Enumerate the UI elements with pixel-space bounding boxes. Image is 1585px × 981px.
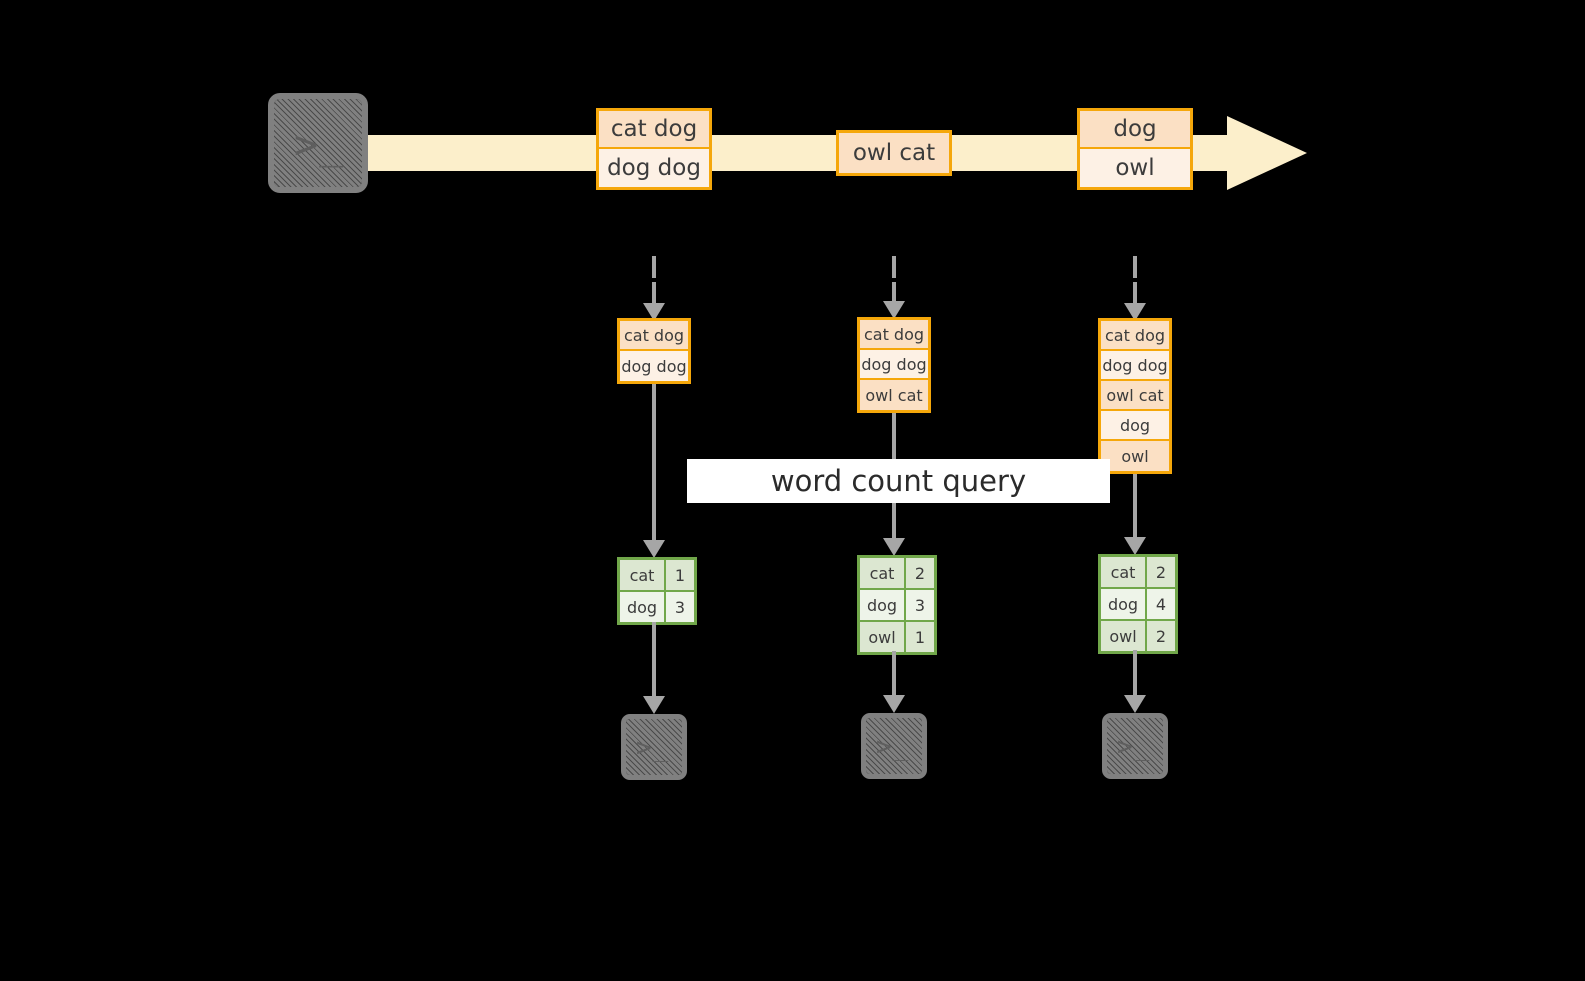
feed-arrow-shaft-3 bbox=[1133, 282, 1137, 306]
result-word: dog bbox=[620, 592, 666, 622]
table-row: owl 2 bbox=[1101, 621, 1175, 651]
feed-arrow-head-1 bbox=[643, 303, 665, 321]
terminal-prompt-glyph: >_ bbox=[294, 122, 345, 168]
sink-arrow-head-1 bbox=[643, 696, 665, 714]
sink-arrow-shaft-2 bbox=[892, 651, 896, 699]
result-word: cat bbox=[860, 558, 906, 588]
terminal-screen bbox=[1107, 718, 1163, 774]
query-arrow-head-3 bbox=[1124, 537, 1146, 555]
stream-event-line: cat dog bbox=[599, 111, 709, 149]
input-row: cat dog bbox=[620, 321, 688, 351]
sink-arrow-shaft-3 bbox=[1133, 650, 1137, 699]
source-terminal-icon: >_ bbox=[268, 93, 368, 193]
stream-event-group-1: cat dog dog dog bbox=[596, 108, 712, 190]
input-row: dog dog bbox=[620, 351, 688, 381]
query-arrow-shaft-3 bbox=[1133, 474, 1137, 542]
sink-arrow-shaft-1 bbox=[652, 622, 656, 700]
stream-event-line: owl cat bbox=[839, 133, 949, 173]
result-word: owl bbox=[860, 622, 906, 652]
stream-event-line: dog dog bbox=[599, 149, 709, 187]
terminal-screen bbox=[866, 718, 922, 774]
result-count: 1 bbox=[914, 627, 926, 647]
snapshot-3-input-box: cat dog dog dog owl cat dog owl bbox=[1098, 318, 1172, 474]
feed-arrow-dash-3 bbox=[1133, 256, 1137, 278]
snapshot-1-result-table: cat 1 dog 3 bbox=[617, 557, 697, 625]
feed-arrow-head-3 bbox=[1124, 303, 1146, 321]
snapshot-1-input-box: cat dog dog dog bbox=[617, 318, 691, 384]
result-count: 2 bbox=[1155, 626, 1167, 646]
table-row: dog 4 bbox=[1101, 589, 1175, 621]
result-word: cat bbox=[1101, 557, 1147, 587]
event-stream-arrowhead bbox=[1227, 116, 1307, 190]
result-word: cat bbox=[620, 560, 666, 590]
feed-arrow-shaft-2 bbox=[892, 282, 896, 306]
snapshot-2-result-table: cat 2 dog 3 owl 1 bbox=[857, 555, 937, 655]
input-row: dog dog bbox=[860, 350, 928, 380]
sink-arrow-head-2 bbox=[883, 695, 905, 713]
terminal-prompt-glyph: >_ bbox=[636, 733, 670, 763]
query-arrow-head-1 bbox=[643, 540, 665, 558]
terminal-screen bbox=[274, 99, 362, 187]
table-row: cat 2 bbox=[1101, 557, 1175, 589]
snapshot-3-sink-terminal-icon: >_ bbox=[1102, 713, 1168, 779]
table-row: cat 1 bbox=[620, 560, 694, 592]
result-count: 4 bbox=[1155, 594, 1167, 614]
feed-arrow-dash-2 bbox=[892, 256, 896, 278]
stream-event-group-2: owl cat bbox=[836, 130, 952, 176]
terminal-prompt-glyph: >_ bbox=[1117, 732, 1151, 762]
result-count: 3 bbox=[914, 595, 926, 615]
input-row: cat dog bbox=[860, 320, 928, 350]
snapshot-1-sink-terminal-icon: >_ bbox=[621, 714, 687, 780]
feed-arrow-dash-1 bbox=[652, 256, 656, 278]
input-row: owl cat bbox=[860, 380, 928, 410]
input-row: cat dog bbox=[1101, 321, 1169, 351]
result-count: 3 bbox=[674, 597, 686, 617]
table-row: owl 1 bbox=[860, 622, 934, 652]
snapshot-3-result-table: cat 2 dog 4 owl 2 bbox=[1098, 554, 1178, 654]
query-arrow-head-2 bbox=[883, 538, 905, 556]
result-word: owl bbox=[1101, 621, 1147, 651]
result-count: 2 bbox=[1155, 562, 1167, 582]
result-count: 1 bbox=[674, 565, 686, 585]
snapshot-2-sink-terminal-icon: >_ bbox=[861, 713, 927, 779]
stream-event-line: dog bbox=[1080, 111, 1190, 149]
result-count: 2 bbox=[914, 563, 926, 583]
feed-arrow-head-2 bbox=[883, 301, 905, 319]
sink-arrow-head-3 bbox=[1124, 695, 1146, 713]
stream-event-line: owl bbox=[1080, 149, 1190, 187]
input-row: dog dog bbox=[1101, 351, 1169, 381]
input-row: owl bbox=[1101, 441, 1169, 471]
terminal-prompt-glyph: >_ bbox=[876, 732, 910, 762]
table-row: dog 3 bbox=[620, 592, 694, 622]
query-arrow-shaft-1 bbox=[652, 384, 656, 544]
terminal-screen bbox=[626, 719, 682, 775]
input-row: dog bbox=[1101, 411, 1169, 441]
query-label: word count query bbox=[687, 459, 1110, 503]
table-row: dog 3 bbox=[860, 590, 934, 622]
stream-event-group-3: dog owl bbox=[1077, 108, 1193, 190]
table-row: cat 2 bbox=[860, 558, 934, 590]
result-word: dog bbox=[1101, 589, 1147, 619]
result-word: dog bbox=[860, 590, 906, 620]
feed-arrow-shaft-1 bbox=[652, 282, 656, 306]
input-row: owl cat bbox=[1101, 381, 1169, 411]
snapshot-2-input-box: cat dog dog dog owl cat bbox=[857, 317, 931, 413]
